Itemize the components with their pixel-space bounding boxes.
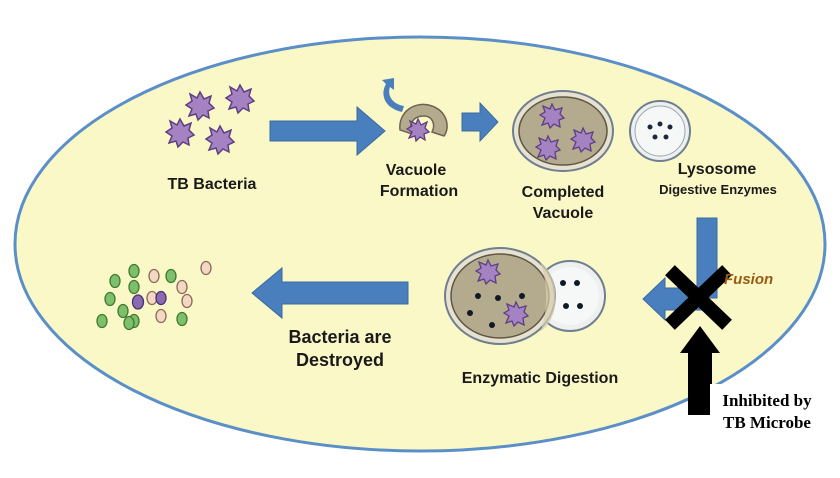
vacuole-formation-label-line2: Formation xyxy=(379,183,459,200)
bacteria-destroyed-label-line2: Destroyed xyxy=(295,350,385,370)
enzyme-dot xyxy=(519,293,525,299)
fragment xyxy=(155,308,167,324)
spiky-bacterium-icon xyxy=(164,117,196,149)
inhibited-label-line2: TB Microbe xyxy=(723,413,811,432)
fragment xyxy=(123,315,135,331)
fusion-gradient xyxy=(540,262,556,332)
enzymatic-digestion-label: Enzymatic Digestion xyxy=(461,370,619,387)
enzyme-dot xyxy=(467,310,473,316)
digestive-enzymes-label: Digestive Enzymes xyxy=(659,182,777,197)
spiky-bacterium-icon xyxy=(534,134,562,162)
bacteria-destroyed-label-line1: Bacteria are xyxy=(288,327,392,347)
fragment xyxy=(155,290,167,306)
fragment xyxy=(165,268,177,284)
enzyme-dot xyxy=(574,280,580,286)
vacuole-inner xyxy=(518,96,608,166)
fragment xyxy=(181,293,193,309)
completed-vacuole xyxy=(512,90,614,172)
enzyme-dot xyxy=(647,124,653,130)
x-block-icon xyxy=(665,265,732,330)
spiky-bacterium-icon xyxy=(474,258,502,286)
destroyed-bacteria-group xyxy=(96,260,212,331)
fragment xyxy=(128,279,140,295)
fragment xyxy=(148,268,160,284)
fragment xyxy=(109,273,121,289)
enzyme-dot xyxy=(495,295,501,301)
enzyme-dot xyxy=(560,280,566,286)
rotation-arrow-icon xyxy=(382,78,404,112)
spiky-bacterium-icon xyxy=(204,124,236,156)
arrow-to-completed-vacuole xyxy=(461,101,499,143)
vacuole-formation-icon xyxy=(382,78,448,143)
arrow-to-vacuole-formation xyxy=(269,105,386,157)
fragment xyxy=(200,260,212,276)
inhibited-label-line1: Inhibited by xyxy=(722,391,812,410)
tb-bacteria-label: TB Bacteria xyxy=(167,176,257,193)
inhibited-label-background xyxy=(710,384,822,440)
enzyme-dot xyxy=(475,293,481,299)
fragment xyxy=(96,313,108,329)
spiky-bacterium-icon xyxy=(184,90,216,122)
fusion-label: Fusion xyxy=(724,271,774,288)
fragment xyxy=(104,291,116,307)
tb-bacteria-group xyxy=(164,83,256,156)
spiky-bacterium-icon xyxy=(569,126,597,154)
enzyme-dot xyxy=(652,134,658,140)
lysosome-label: Lysosome xyxy=(677,161,757,178)
fragment xyxy=(131,294,145,310)
fragment xyxy=(117,303,129,319)
phagolysosome xyxy=(444,247,606,345)
spiky-bacterium-icon xyxy=(538,102,566,130)
completed-vacuole-label-line1: Completed xyxy=(521,184,605,201)
enzyme-dot xyxy=(657,121,663,127)
spiky-bacterium-icon xyxy=(405,117,431,143)
vacuole-formation-label-line1: Vacuole xyxy=(385,162,447,179)
enzyme-dot xyxy=(489,322,495,328)
spiky-bacterium-icon xyxy=(224,83,256,115)
fragment xyxy=(176,279,188,295)
engulfing-membrane xyxy=(399,103,448,137)
arrow-to-destroyed-bacteria xyxy=(251,266,409,320)
enzyme-dot xyxy=(663,134,669,140)
enzyme-dot xyxy=(577,303,583,309)
spiky-bacterium-icon xyxy=(502,300,530,328)
fragment xyxy=(128,263,140,279)
fragment xyxy=(176,311,188,327)
enzyme-dot xyxy=(667,124,673,130)
enzyme-dot xyxy=(563,303,569,309)
completed-vacuole-label-line2: Vacuole xyxy=(532,205,594,222)
lysosome xyxy=(629,100,691,162)
